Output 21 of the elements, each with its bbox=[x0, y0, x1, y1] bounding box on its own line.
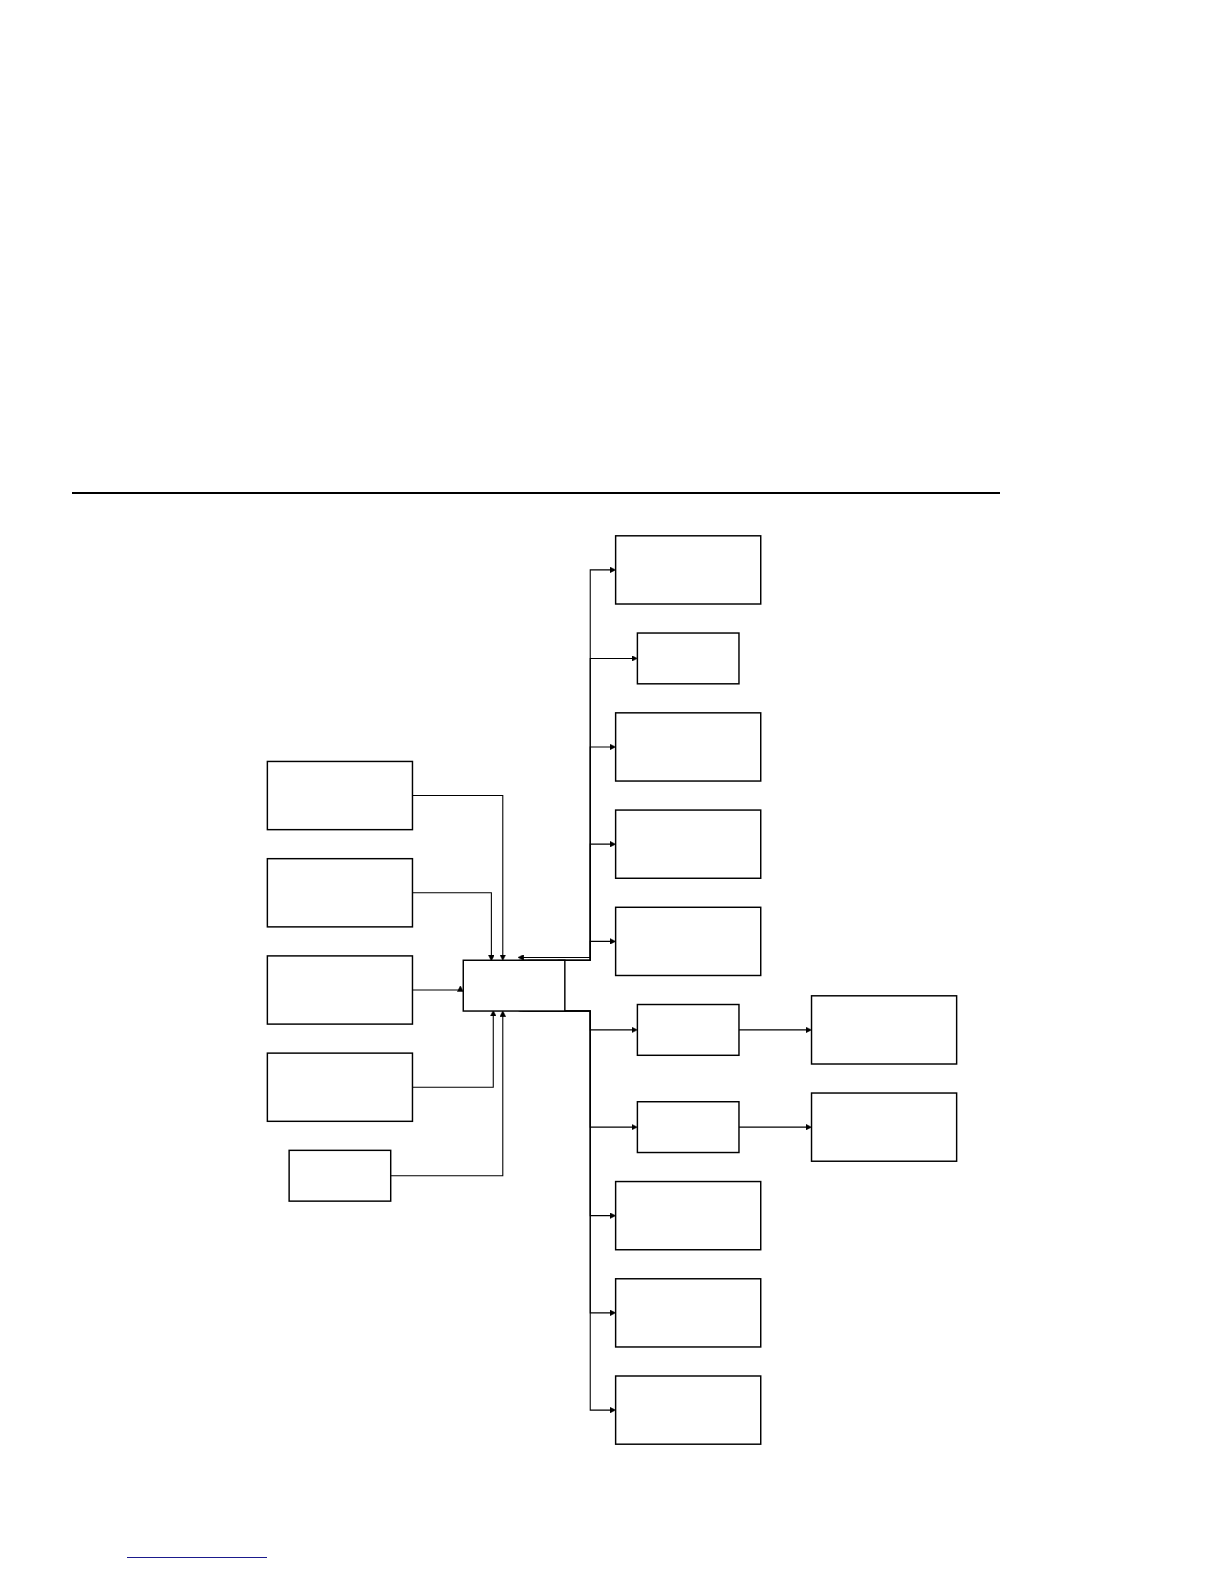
node-box bbox=[266, 760, 414, 831]
node-box bbox=[614, 809, 762, 879]
node-box bbox=[614, 712, 762, 782]
node-box bbox=[636, 632, 740, 685]
arrow bbox=[390, 1010, 506, 1177]
node-box bbox=[614, 1278, 762, 1348]
node-box bbox=[462, 959, 566, 1012]
node-box bbox=[266, 955, 414, 1025]
node-box bbox=[810, 1092, 958, 1162]
node-box bbox=[636, 1101, 740, 1154]
node-box bbox=[614, 906, 762, 977]
node-box bbox=[614, 1180, 762, 1251]
node-box bbox=[614, 1375, 762, 1445]
node-box bbox=[810, 995, 958, 1065]
arrow bbox=[738, 1026, 812, 1034]
node-box bbox=[288, 1149, 392, 1202]
node-box bbox=[636, 1003, 740, 1057]
node-box bbox=[614, 535, 762, 605]
node-box bbox=[266, 1052, 414, 1123]
node-box bbox=[266, 857, 414, 928]
arrow bbox=[738, 1123, 812, 1131]
